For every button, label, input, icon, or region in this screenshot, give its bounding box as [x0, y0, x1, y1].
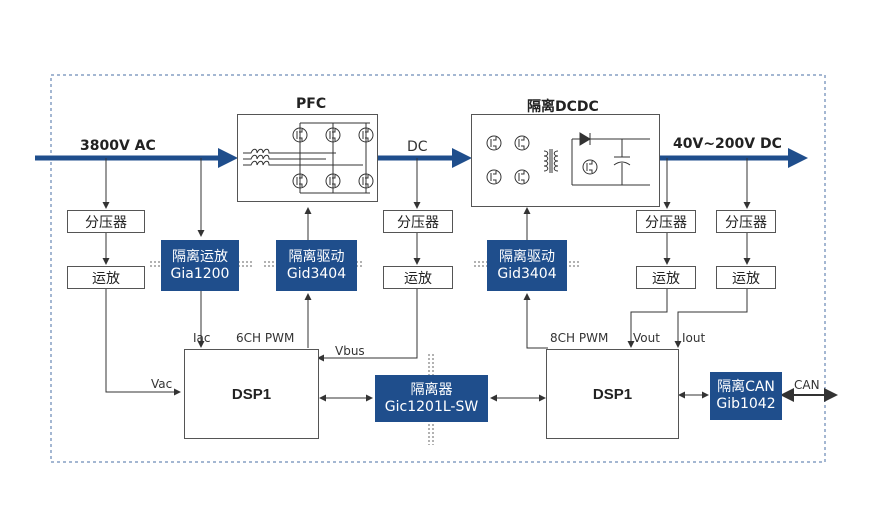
iso-driver-2-name: 隔离驱动	[499, 248, 555, 265]
signal-8ch-pwm: 8CH PWM	[550, 331, 609, 345]
iso-driver-2-part: Gid3404	[497, 265, 557, 282]
iso-amp-part: Gia1200	[170, 265, 230, 282]
iso-driver-1-name: 隔离驱动	[288, 248, 345, 265]
signal-6ch-pwm: 6CH PWM	[236, 331, 295, 345]
dsp1-left-block: DSP1	[184, 349, 319, 439]
iso-can-part: Gib1042	[716, 396, 776, 412]
isolator-part: Gic1201L-SW	[384, 398, 479, 415]
signal-iac: Iac	[193, 331, 211, 345]
divider-box-1: 分压器	[67, 210, 145, 233]
dsp1-right-block: DSP1	[546, 349, 679, 439]
signal-vac: Vac	[151, 377, 173, 391]
system-boundary	[50, 74, 826, 463]
signal-iout: Iout	[682, 331, 706, 345]
opamp-box-2: 运放	[383, 266, 453, 289]
iso-can-name: 隔离CAN	[717, 379, 775, 395]
iso-driver-block-2: 隔离驱动 Gid3404	[487, 240, 567, 291]
pfc-schematic-icon	[243, 122, 374, 194]
signal-vout: Vout	[633, 331, 660, 345]
iso-amp-name: 隔离运放	[172, 248, 228, 265]
pfc-block	[237, 114, 378, 202]
opamp-box-1: 运放	[67, 266, 145, 289]
opamp-box-3: 运放	[636, 266, 696, 289]
divider-box-4: 分压器	[716, 210, 776, 233]
output-voltage-label: 40V~200V DC	[673, 136, 782, 152]
iso-driver-1-part: Gid3404	[286, 265, 347, 282]
dcdc-block	[471, 114, 660, 207]
iso-driver-block-1: 隔离驱动 Gid3404	[276, 240, 357, 291]
isolator-block: 隔离器 Gic1201L-SW	[375, 375, 488, 422]
opamp-box-4: 运放	[716, 266, 776, 289]
divider-box-3: 分压器	[636, 210, 696, 233]
dcdc-schematic-icon	[486, 132, 650, 186]
input-voltage-label: 3800V AC	[80, 138, 156, 154]
pfc-title: PFC	[296, 96, 327, 112]
isolator-name: 隔离器	[410, 381, 453, 398]
divider-box-2: 分压器	[383, 210, 453, 233]
iso-can-block: 隔离CAN Gib1042	[710, 372, 782, 420]
dcdc-title: 隔离DCDC	[527, 99, 599, 115]
iso-amp-block: 隔离运放 Gia1200	[161, 240, 239, 291]
dc-label: DC	[407, 139, 428, 155]
signal-can: CAN	[794, 378, 820, 392]
signal-vbus: Vbus	[335, 344, 365, 358]
